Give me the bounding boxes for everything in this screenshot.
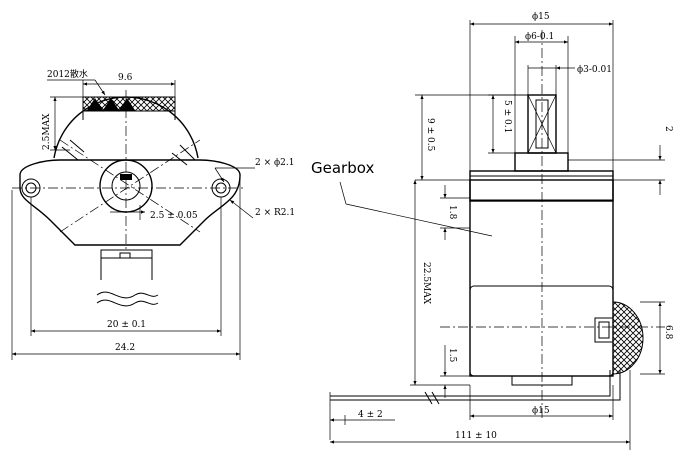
gearbox-leader xyxy=(345,203,493,237)
dim-holes: 2 × ϕ2.1 xyxy=(255,158,294,168)
side-view: ϕ15 ϕ6-0.1 ϕ3-0.01 5 ± 0.1 9 ± 0.5 xyxy=(329,12,673,450)
dim-22-5: 22.5MAX xyxy=(421,262,431,305)
dim-hole-spacing: 20 ± 0.1 xyxy=(107,320,146,330)
dim-1-8: 1.8 xyxy=(447,205,457,220)
dim-5: 5 ± 0.1 xyxy=(502,100,512,133)
dim-offset: 2.5 ± 0.05 xyxy=(150,211,198,221)
dim-phi15-bottom: ϕ15 xyxy=(532,406,550,416)
connector-hatch xyxy=(612,301,644,375)
dim-9-6: 9.6 xyxy=(118,73,133,83)
gearbox-leader-stub xyxy=(339,181,347,205)
dim-6-8: 6.8 xyxy=(663,325,673,340)
dim-phi15-top: ϕ15 xyxy=(532,12,550,22)
cable xyxy=(330,370,621,401)
gearbox-callout-label: Gearbox xyxy=(311,159,374,177)
motor-flange xyxy=(19,159,241,246)
dim-phi3: ϕ3-0.01 xyxy=(577,65,612,75)
hub-collar xyxy=(514,152,569,172)
gear-block xyxy=(82,96,176,120)
dim-radius: 2 × R2.1 xyxy=(255,208,295,218)
motor-can xyxy=(469,179,614,377)
dim-1-5: 1.5 xyxy=(447,348,457,363)
dim-2: 2 xyxy=(663,126,673,132)
front-view: 2012散水 9.6 2.5MAX xyxy=(11,68,295,360)
dim-2-5max: 2.5MAX xyxy=(42,113,52,150)
mark-label: 2012散水 xyxy=(47,68,88,80)
dim-width: 24.2 xyxy=(115,343,135,353)
dim-4: 4 ± 2 xyxy=(358,410,383,420)
dim-phi6: ϕ6-0.1 xyxy=(525,32,554,42)
dim-111: 111 ± 10 xyxy=(455,431,497,441)
dim-9: 9 ± 0.5 xyxy=(425,118,435,152)
